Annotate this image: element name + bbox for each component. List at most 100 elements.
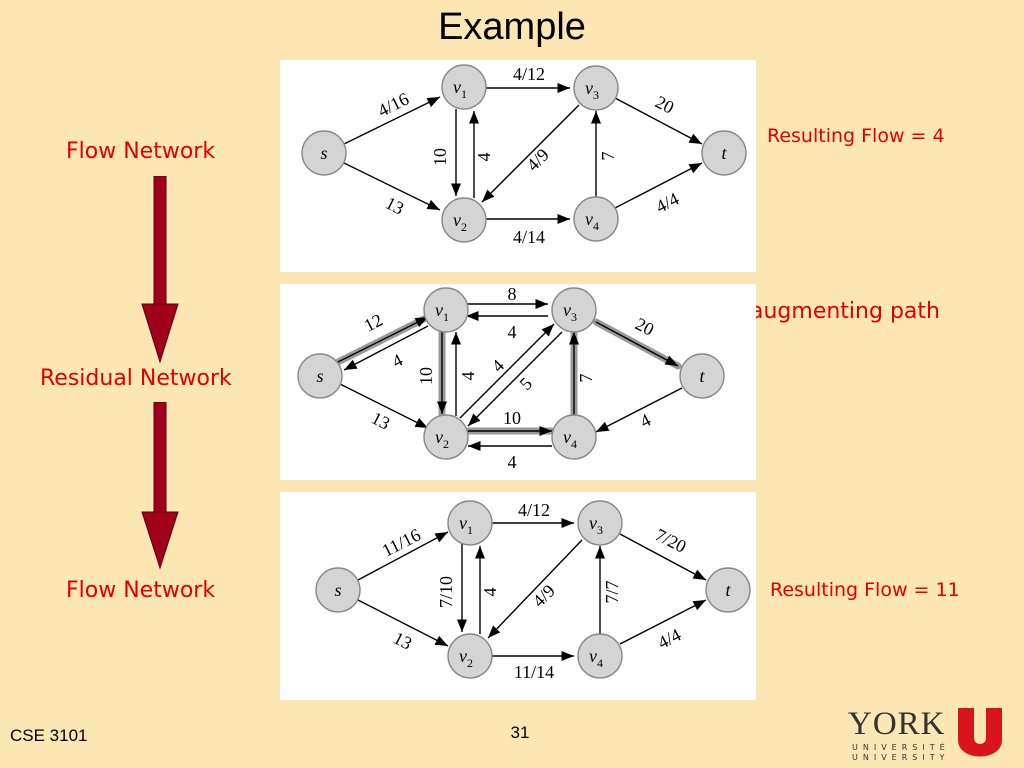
- york-university-logo: YORK UNIVERSITÉ UNIVERSITY: [846, 706, 1006, 762]
- edge-v3-t: [614, 97, 703, 145]
- edge-label-v4-t: 4/4: [654, 625, 684, 653]
- edge-label-v1-v2: 10: [416, 367, 436, 385]
- resulting-flow-top: Resulting Flow = 4: [767, 125, 945, 147]
- edge-label-v3-t: 20: [652, 92, 677, 118]
- logo-sub-en: UNIVERSITY: [852, 753, 950, 762]
- edge-v3-v2: [467, 331, 563, 427]
- node-v2: [423, 414, 469, 460]
- node-label-v1: v1: [453, 77, 467, 101]
- node-s: [297, 353, 343, 399]
- edge-label-v4-t: 4/4: [652, 189, 682, 217]
- node-s: [315, 567, 361, 613]
- edge-label-s-v1: 4/16: [374, 88, 412, 120]
- edge-label-s-v2: 13: [390, 628, 415, 654]
- edge-label-v2-v1: 4: [474, 153, 494, 162]
- flow-network-top-panel: s t v1 v2 v3 v4 4/16 13 4/12 10 4 4/9 4/…: [280, 60, 756, 272]
- node-v3: [577, 500, 623, 546]
- node-label-v3: v3: [563, 300, 577, 324]
- slide-title: Example: [438, 6, 586, 48]
- node-v1: [423, 287, 469, 333]
- node-v4: [573, 196, 619, 242]
- edge-label-v2-v4: 4/14: [513, 227, 545, 247]
- page-number: 31: [510, 723, 530, 742]
- edge-label-v3-v1: 4: [508, 322, 517, 342]
- node-t: [705, 567, 751, 613]
- node-v4: [551, 414, 597, 460]
- edge-v1-s: [343, 325, 429, 371]
- edge-label-v3-v2: 4/9: [529, 581, 559, 611]
- node-label-t: t: [699, 366, 705, 386]
- edge-label-v1-v3: 8: [508, 284, 517, 304]
- edge-label-v2-v1: 4: [458, 372, 478, 381]
- flow-network-top-graph: s t v1 v2 v3 v4 4/16 13 4/12 10 4 4/9 4/…: [301, 64, 747, 247]
- node-v1: [447, 500, 493, 546]
- edge-v4-t: [614, 162, 703, 209]
- edge-label-v2-v1: 4: [480, 588, 500, 597]
- edge-v3-v2: [487, 539, 583, 639]
- resulting-flow-top-prefix: Resulting Flow =: [767, 125, 933, 147]
- residual-network-graph: s t v1 v2 v3 v4 12 4 13 8 4 10 4 4 5 10 …: [297, 284, 725, 472]
- edge-v3-v2: [481, 104, 580, 203]
- node-label-t: t: [725, 580, 731, 600]
- node-v3: [573, 65, 619, 111]
- edge-s-v2: [357, 599, 449, 647]
- node-label-v4: v4: [563, 427, 577, 451]
- node-v1: [441, 64, 487, 110]
- resulting-flow-bottom: Resulting Flow = 11: [770, 579, 960, 601]
- edge-label-v1-v2: 10: [430, 148, 450, 166]
- resulting-flow-bottom-value: 11: [935, 579, 960, 601]
- node-label-v3: v3: [585, 78, 599, 102]
- node-label-v4: v4: [585, 209, 599, 233]
- edge-label-v3-t: 20: [632, 314, 657, 340]
- node-v2: [447, 633, 493, 679]
- node-label-s: s: [320, 143, 327, 163]
- edge-label-v1-v3: 4/12: [513, 64, 545, 84]
- edge-v3-t: [619, 533, 707, 581]
- edge-label-v4-v3: 7/7: [602, 580, 622, 603]
- edge-label-v3-v2: 4/9: [523, 145, 553, 175]
- node-label-v2: v2: [459, 646, 473, 670]
- edge-label-v4-v2: 4: [508, 452, 517, 472]
- node-label-v3: v3: [589, 513, 603, 537]
- edge-v3-t: [595, 321, 679, 367]
- node-label-v4: v4: [589, 646, 603, 670]
- edge-s-v2: [343, 162, 441, 211]
- down-arrow-icon: [141, 402, 179, 570]
- node-label-t: t: [721, 143, 727, 163]
- node-t: [701, 130, 747, 176]
- logo-sub-fr: UNIVERSITÉ: [852, 743, 950, 752]
- node-label-v1: v1: [459, 513, 473, 537]
- node-t: [679, 353, 725, 399]
- resulting-flow-top-value: 4: [932, 125, 945, 147]
- node-label-v1: v1: [435, 300, 449, 324]
- edge-v2-v3: [459, 323, 555, 419]
- down-arrow-icon: [141, 176, 179, 364]
- edge-label-v2-v4: 11/14: [514, 662, 554, 682]
- edge-s-v1: [337, 316, 429, 363]
- edge-t-v4: [595, 387, 683, 433]
- node-v2: [441, 197, 487, 243]
- edge-label-v4-v3: 7: [598, 152, 618, 161]
- node-v3: [551, 287, 597, 333]
- node-label-v2: v2: [453, 210, 467, 234]
- edge-label-s-v1: 11/16: [379, 525, 424, 561]
- flow-network-bottom-panel: s t v1 v2 v3 v4 11/16 13 4/12 7/10 4 4/9…: [280, 492, 756, 700]
- york-u-icon: [958, 708, 1002, 757]
- edge-s-v1: [343, 96, 441, 145]
- edge-label-v1-s: 4: [389, 350, 406, 372]
- node-label-v2: v2: [435, 427, 449, 451]
- residual-network-panel: s t v1 v2 v3 v4 12 4 13 8 4 10 4 4 5 10 …: [280, 284, 756, 480]
- node-label-s: s: [334, 580, 341, 600]
- edge-label-s-v2: 13: [382, 193, 407, 219]
- edge-label-v3-v2: 5: [516, 374, 537, 395]
- edge-s-v2: [339, 383, 429, 429]
- edge-label-v1-v3: 4/12: [518, 500, 550, 520]
- edge-v4-t: [619, 599, 707, 645]
- flow-network-label-top: Flow Network: [66, 139, 216, 164]
- node-s: [301, 130, 347, 176]
- flow-network-label-bottom: Flow Network: [66, 578, 216, 603]
- edge-label-v4-v3: 7: [576, 374, 596, 383]
- augmenting-path-label: augmenting path: [750, 299, 940, 324]
- flow-network-bottom-graph: s t v1 v2 v3 v4 11/16 13 4/12 7/10 4 4/9…: [315, 500, 751, 682]
- edge-label-s-v2: 13: [368, 408, 393, 434]
